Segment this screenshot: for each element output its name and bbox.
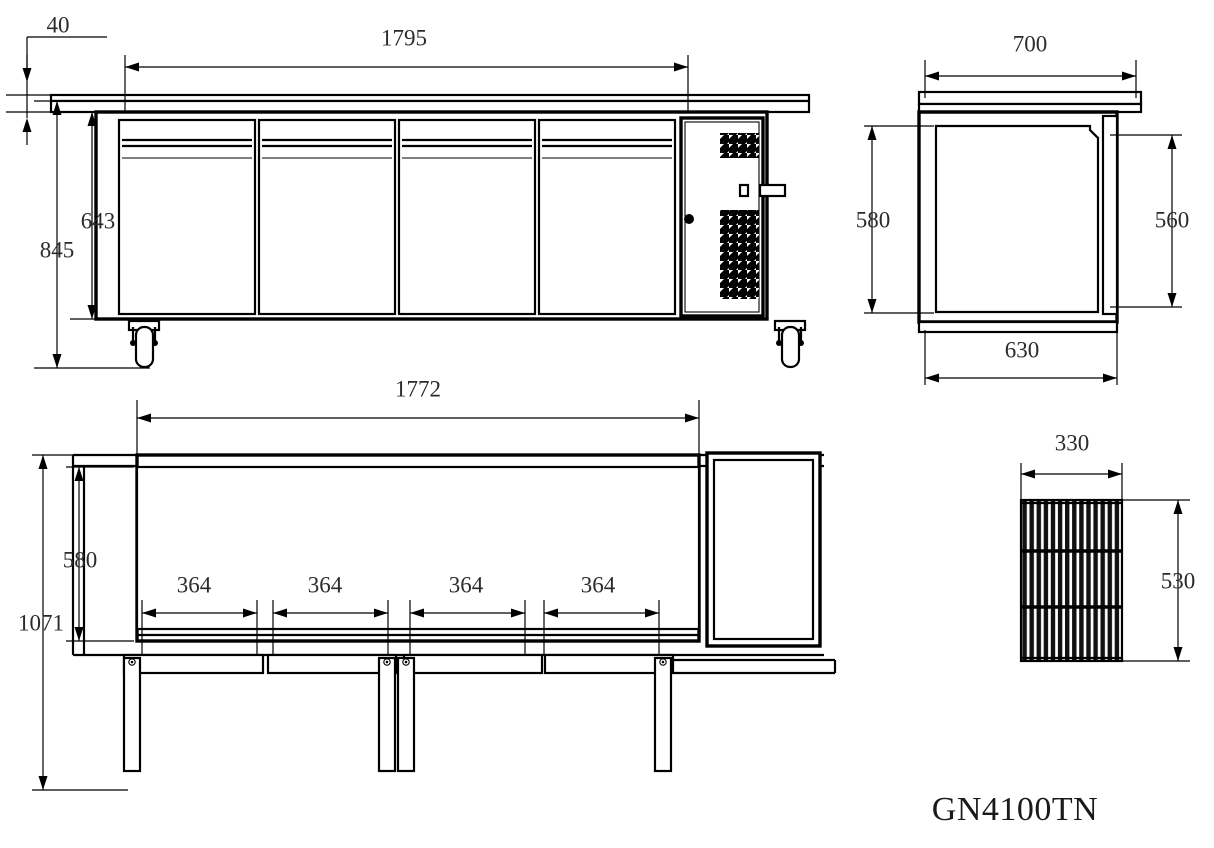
dim-label-530: 530	[1161, 568, 1196, 593]
dim-label-1071: 1071	[18, 610, 64, 635]
dim-label-1795: 1795	[381, 25, 427, 50]
leg-4	[653, 656, 673, 773]
side-plinth	[917, 320, 1119, 334]
dimension-worktop-overhang: 40	[6, 12, 107, 145]
plan-machine-compartment	[705, 451, 822, 648]
side-door-edge	[1101, 114, 1119, 316]
dimension-body-height: 643	[70, 111, 128, 320]
dimension-side-left-height: 580	[856, 125, 934, 314]
side-cabinet-body	[917, 110, 1119, 324]
dimension-plan-overall-depth: 1071	[18, 454, 128, 791]
wire-shelf	[1019, 498, 1124, 663]
dimension-overall-width: 1795	[124, 25, 689, 112]
dimension-plan-body-depth: 580	[63, 466, 134, 642]
front-elevation-group: 40 1795 643	[6, 12, 811, 369]
leg-1	[122, 656, 142, 773]
rotary-knob[interactable]	[684, 214, 694, 224]
dimension-compartment-3: 364	[409, 572, 526, 655]
door-4[interactable]	[537, 118, 677, 316]
side-elevation-group: 700 580 560	[856, 31, 1190, 385]
model-label: GN4100TN	[932, 791, 1098, 828]
plan-inner-cabinet	[135, 453, 701, 643]
worktop	[49, 93, 811, 114]
dim-label-364-3: 364	[449, 572, 484, 597]
dimension-compartment-4: 364	[543, 572, 660, 655]
plan-section-group: 1772 580 1071	[18, 376, 837, 791]
dimension-shelf-height: 530	[1118, 499, 1196, 662]
leg-3	[396, 656, 416, 773]
door-1[interactable]	[117, 118, 257, 316]
compressor-panel	[679, 116, 787, 318]
plan-cross-rails	[122, 653, 837, 675]
caster-right	[773, 319, 807, 369]
dim-label-580-side: 580	[856, 207, 891, 232]
dim-label-700: 700	[1013, 31, 1048, 56]
control-button[interactable]	[738, 183, 750, 198]
wire-shelf-detail-group: 330 530	[1019, 430, 1196, 663]
door-3[interactable]	[397, 118, 537, 316]
door-2[interactable]	[257, 118, 397, 316]
dim-label-364-1: 364	[177, 572, 212, 597]
dim-label-364-4: 364	[581, 572, 616, 597]
dimension-shelf-width: 330	[1020, 430, 1123, 504]
dim-label-643: 643	[81, 208, 116, 233]
dimension-overall-height: 845	[34, 100, 150, 369]
dim-label-560: 560	[1155, 207, 1190, 232]
leg-2	[377, 656, 397, 773]
dimension-compartment-1: 364	[141, 572, 258, 655]
upper-ventilation-grille	[720, 133, 759, 158]
dimension-side-right-height: 560	[1110, 134, 1190, 308]
dim-label-364-2: 364	[308, 572, 343, 597]
dim-label-630: 630	[1005, 337, 1040, 362]
dimension-plan-inner-width: 1772	[136, 376, 700, 458]
dimension-side-top-width: 700	[924, 31, 1137, 98]
dim-label-1772: 1772	[395, 376, 441, 401]
dimension-compartment-2: 364	[272, 572, 389, 655]
side-worktop	[917, 90, 1143, 114]
caster-left	[127, 319, 161, 369]
digital-display	[758, 183, 787, 198]
dim-label-580-plan: 580	[63, 547, 98, 572]
dim-label-330: 330	[1055, 430, 1090, 455]
lower-ventilation-grille	[720, 210, 759, 299]
dimension-side-bottom-width: 630	[924, 330, 1118, 385]
dim-label-845: 845	[40, 237, 75, 262]
dim-label-40: 40	[47, 12, 70, 37]
